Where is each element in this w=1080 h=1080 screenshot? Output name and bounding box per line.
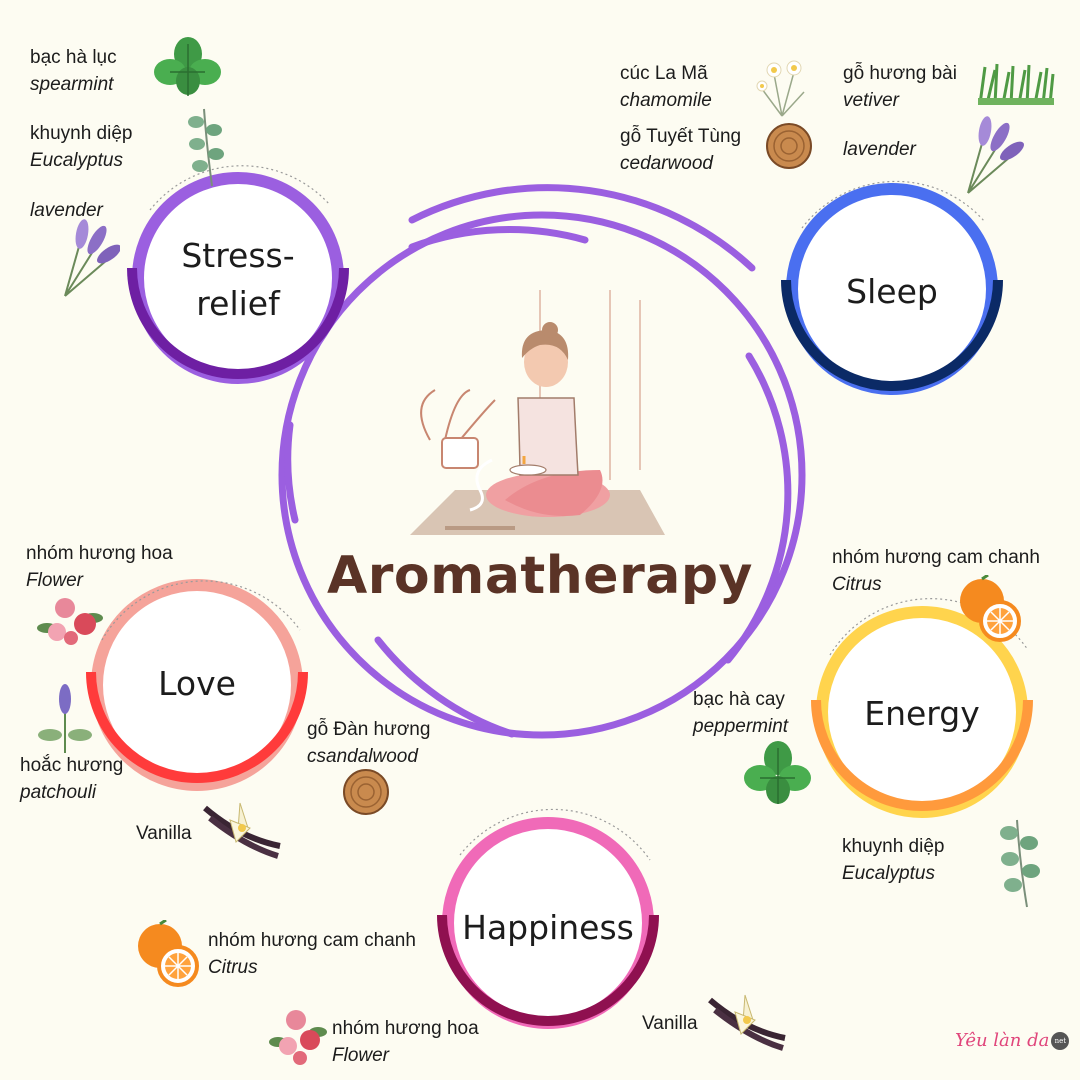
vanilla-icon: [708, 994, 786, 1051]
oil-name-vi: Vanilla: [136, 823, 192, 844]
oil-name-en: peppermint: [693, 716, 789, 737]
oil-label-lavender: lavender: [843, 136, 916, 163]
orange-icon: [960, 575, 1021, 642]
oil-label-flower: nhóm hương hoa Flower: [26, 540, 173, 594]
oil-label-spearmint: bạc hà lục spearmint: [30, 44, 117, 98]
oil-name-vi: gỗ Đàn hương: [307, 719, 431, 740]
oil-name-en: cedarwood: [620, 153, 713, 174]
rose-icon: [269, 1010, 327, 1065]
sleep-node-label: Sleep: [846, 272, 938, 311]
oil-name-en: Eucalyptus: [842, 863, 935, 884]
wood-slice-icon: [766, 123, 812, 169]
oil-name-vi: gỗ hương bài: [843, 63, 957, 84]
stress-relief-node: Stress- relief: [148, 232, 328, 328]
brand-name: Yêu làn da: [955, 1030, 1050, 1051]
love-node-label: Love: [158, 664, 236, 703]
lavender-icon: [967, 116, 1024, 194]
oil-name-en: lavender: [843, 139, 916, 160]
oil-label-chamomile: cúc La Mã chamomile: [620, 60, 712, 114]
oil-name-vi: nhóm hương hoa: [332, 1018, 479, 1039]
wood-slice-icon: [343, 769, 389, 815]
oil-name-vi: khuynh diệp: [842, 836, 945, 857]
vanilla-icon: [203, 802, 281, 859]
oil-name-en: csandalwood: [307, 746, 418, 767]
oil-name-vi: nhóm hương cam chanh: [832, 547, 1040, 568]
chamomile-icon: [756, 60, 805, 117]
meditating-woman-illustration: [410, 290, 665, 535]
oil-name-vi: gỗ Tuyết Tùng: [620, 126, 742, 147]
vetiver-grass-icon: [978, 63, 1055, 105]
love-node-ring: [86, 579, 308, 791]
stress-relief-node-ring: [127, 165, 349, 384]
oil-label-sandalwood: gỗ Đàn hương csandalwood: [307, 716, 430, 770]
happiness-node-ring: [437, 808, 659, 1029]
oil-name-en: lavender: [30, 200, 103, 221]
stress-relief-label-line2: relief: [196, 284, 280, 323]
oil-label-vanilla: Vanilla: [136, 820, 192, 847]
oil-name-en: Citrus: [832, 574, 882, 595]
eucalyptus-icon: [1000, 819, 1040, 908]
oil-name-en: Citrus: [208, 957, 258, 978]
oil-label-lavender: lavender: [30, 197, 103, 224]
oil-label-vanilla: Vanilla: [642, 1010, 698, 1037]
oil-label-peppermint: bạc hà cay peppermint: [693, 686, 788, 740]
oil-name-vi: nhóm hương cam chanh: [208, 930, 416, 951]
oil-label-eucalyptus: khuynh diệp Eucalyptus: [30, 120, 132, 174]
oil-name-en: spearmint: [30, 74, 114, 95]
mint-leaf-icon: [744, 741, 811, 804]
sleep-node-ring: [781, 180, 1003, 395]
orange-icon: [138, 920, 199, 987]
oil-name-vi: hoắc hương: [20, 755, 124, 776]
stress-relief-label-line1: Stress-: [181, 236, 295, 275]
rose-icon: [37, 598, 103, 645]
oil-name-en: Flower: [26, 570, 84, 591]
mint-leaf-icon: [154, 37, 221, 96]
oil-name-en: Flower: [332, 1045, 390, 1066]
eucalyptus-icon: [188, 108, 224, 187]
oil-name-vi: khuynh diệp: [30, 123, 133, 144]
happiness-node-label: Happiness: [462, 908, 634, 947]
oil-name-en: vetiver: [843, 90, 899, 111]
oil-label-eucalyptus: khuynh diệp Eucalyptus: [842, 833, 944, 887]
oil-name-vi: bạc hà lục: [30, 47, 117, 68]
main-title: Aromatherapy: [327, 546, 753, 606]
oil-label-patchouli: hoắc hương patchouli: [20, 752, 123, 806]
oil-label-cedarwood: gỗ Tuyết Tùng cedarwood: [620, 123, 741, 177]
oil-name-vi: cúc La Mã: [620, 63, 708, 84]
oil-name-vi: Vanilla: [642, 1013, 698, 1034]
oil-name-vi: bạc hà cay: [693, 689, 785, 710]
oil-name-vi: nhóm hương hoa: [26, 543, 173, 564]
oil-label-flower: nhóm hương hoa Flower: [332, 1015, 479, 1069]
oil-name-en: patchouli: [20, 782, 97, 803]
oil-label-citrus: nhóm hương cam chanh Citrus: [832, 544, 1040, 598]
patchouli-icon: [38, 684, 92, 753]
energy-node-label: Energy: [864, 694, 980, 733]
oil-name-en: chamomile: [620, 90, 712, 111]
lavender-icon: [64, 219, 120, 297]
oil-label-vetiver: gỗ hương bài vetiver: [843, 60, 957, 114]
brand-suffix-badge: net: [1051, 1032, 1070, 1050]
center-ring: [278, 184, 806, 739]
oil-label-citrus: nhóm hương cam chanh Citrus: [208, 927, 416, 981]
oil-name-en: Eucalyptus: [30, 150, 123, 171]
energy-node-ring: [811, 598, 1033, 818]
